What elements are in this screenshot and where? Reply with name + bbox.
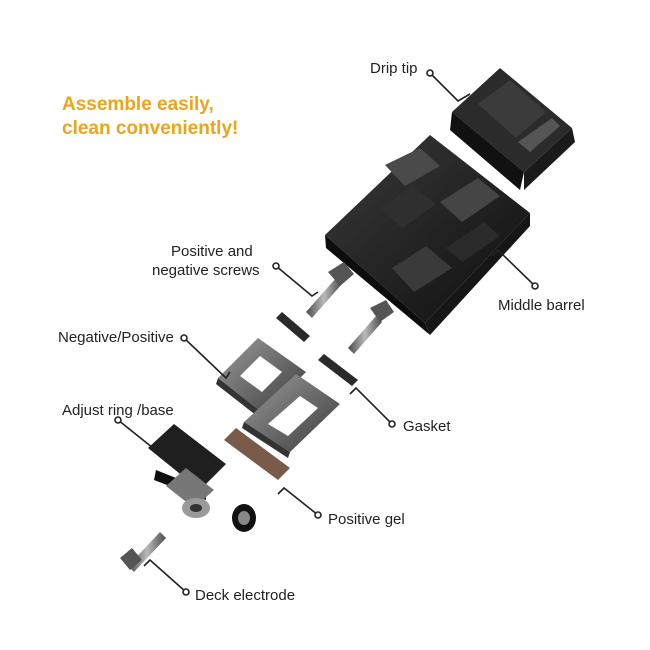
screw-right-part	[348, 300, 394, 354]
positive-plate-part	[242, 374, 340, 458]
headline-line-1: Assemble easily,	[62, 94, 214, 115]
positive-gel-part	[224, 428, 290, 480]
label-drip-tip: Drip tip	[370, 60, 418, 77]
deck-electrode-part	[120, 532, 166, 572]
label-middle-barrel: Middle barrel	[498, 297, 585, 314]
label-positive-gel: Positive gel	[328, 511, 405, 528]
gasket-lower-part	[318, 354, 358, 386]
gasket-upper-part	[276, 312, 310, 342]
adjust-ring-part	[148, 424, 256, 532]
headline-line-2: clean conveniently!	[62, 118, 239, 139]
label-screws-line-2: negative screws	[152, 262, 260, 279]
label-adjust-ring: Adjust ring /base	[62, 402, 174, 419]
label-screws-line-1: Positive and	[171, 243, 253, 260]
label-gasket: Gasket	[403, 418, 451, 435]
drip-tip-part	[450, 68, 575, 190]
label-deck-electrode: Deck electrode	[195, 587, 296, 604]
screw-left-part	[306, 262, 354, 318]
label-negative-positive: Negative/Positive	[58, 329, 174, 346]
leader-lines	[117, 72, 536, 593]
leader-dots	[114, 69, 539, 596]
middle-barrel-part	[325, 135, 530, 335]
negative-plate-part	[216, 338, 306, 420]
